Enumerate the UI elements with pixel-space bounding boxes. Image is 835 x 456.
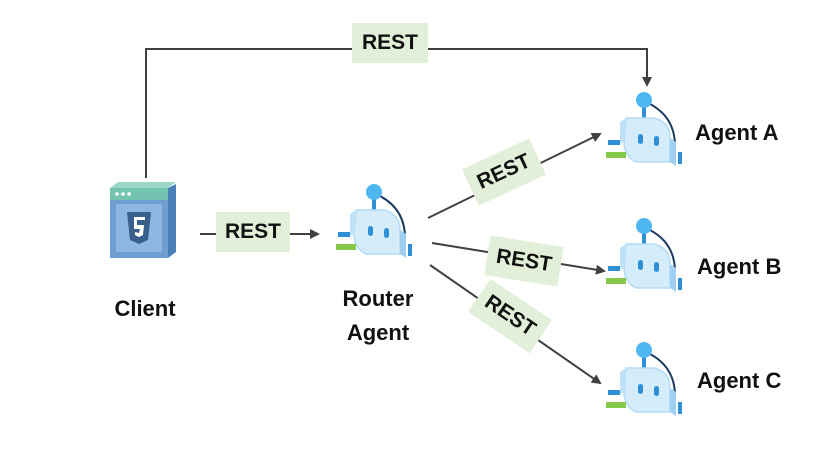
agent-a-robot-icon [605, 91, 683, 167]
agent-b-label: Agent B [697, 254, 782, 279]
agent-c-robot-icon [605, 341, 683, 417]
agent-b-robot-icon [605, 217, 683, 293]
agent-a-label: Agent A [695, 120, 779, 145]
edge-client-to-agent-a [145, 48, 652, 178]
router-label-line1: Router [342, 286, 414, 311]
rest-label-client-to-agent-a: REST [352, 23, 428, 63]
router-label-line2: Agent [346, 320, 410, 345]
agent-c-label: Agent C [697, 368, 782, 393]
client-label: Client [114, 296, 176, 321]
rest-label-client-to-router: REST [216, 212, 290, 252]
html5-browser-icon [110, 182, 176, 258]
router-robot-icon [335, 183, 413, 259]
